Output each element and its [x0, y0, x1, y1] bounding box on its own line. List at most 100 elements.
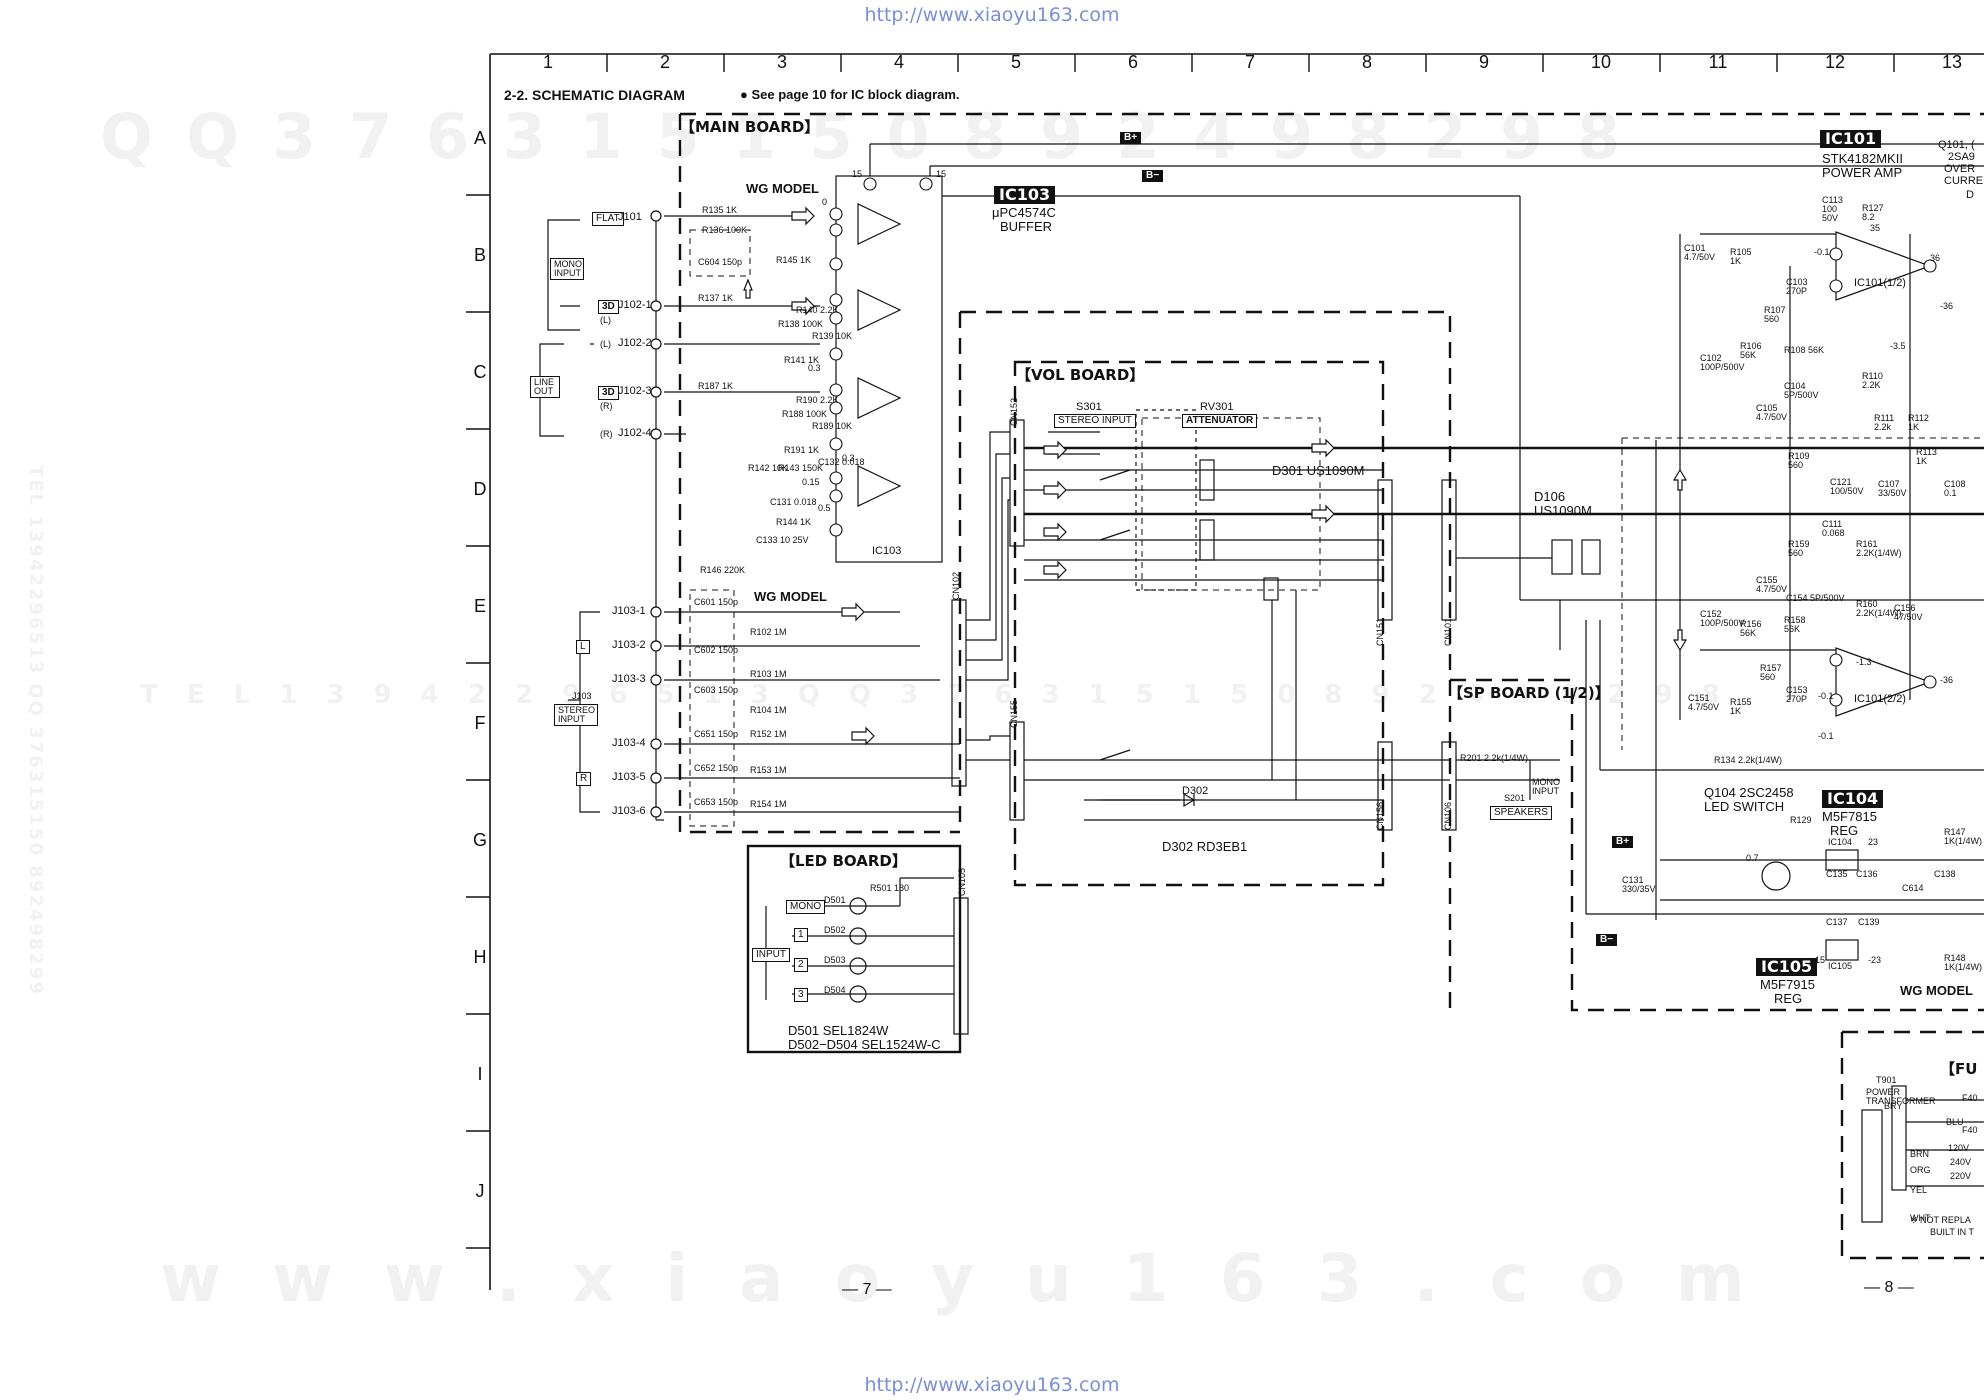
- voltage-36b: -36: [1940, 301, 1954, 311]
- c153-label: C153 270P: [1786, 685, 1808, 704]
- column-label-13: 13: [1941, 52, 1963, 72]
- r154-label: R154 1M: [750, 799, 787, 809]
- ic104-part: M5F7815: [1822, 809, 1877, 824]
- voltage-23a: 23: [1868, 837, 1879, 847]
- c604-label: C604 150p: [698, 257, 743, 267]
- voltage-15c: -15: [1812, 955, 1826, 965]
- voltage-03a: 0.3: [808, 363, 821, 373]
- r113-label: R113 1K: [1916, 447, 1937, 466]
- attenuator-label: ATTENUATOR: [1182, 414, 1258, 428]
- row-label-b: B: [473, 245, 486, 265]
- c652-label: C652 150p: [694, 763, 739, 773]
- c136-label: C136: [1856, 869, 1878, 879]
- fu-yel-label: YEL: [1910, 1185, 1928, 1195]
- d503-label: D503: [824, 955, 846, 965]
- c151-label: C151 4.7/50V: [1688, 693, 1720, 712]
- cn106-label: CN106: [1443, 801, 1453, 830]
- c653-label: C653 150p: [694, 797, 739, 807]
- c104-label: C104 5P/500V: [1784, 381, 1819, 400]
- led-switch-label: LED SWITCH: [1704, 799, 1785, 814]
- watermark-url-top[interactable]: http://www.xiaoyu163.com: [864, 4, 1120, 26]
- ic103-part: μPC4574C: [992, 205, 1056, 220]
- cn152-label: CN152: [1009, 397, 1019, 426]
- column-label-9: 9: [1478, 52, 1489, 72]
- fu-blu-label: BLU: [1946, 1117, 1964, 1127]
- r102-label: R102 1M: [750, 627, 787, 637]
- c111-label: C111 0.068: [1822, 519, 1845, 538]
- j103-5-label: J103-5: [612, 771, 646, 783]
- r145-label: R145 1K: [776, 255, 812, 265]
- r201-label: R201 2.2k(1/4W): [1460, 753, 1529, 763]
- fu-bry-label: BRY: [1884, 1101, 1903, 1111]
- d502-part-label: D502−D504 SEL1524W-C: [788, 1037, 941, 1052]
- row-label-c: C: [473, 362, 487, 382]
- channel-l-box: L: [576, 640, 590, 654]
- c138-label: C138: [1934, 869, 1956, 879]
- column-label-12: 12: [1824, 52, 1846, 72]
- column-label-10: 10: [1590, 52, 1612, 72]
- wg-model-label-2: WG MODEL: [754, 589, 827, 604]
- r191-label: R191 1K: [784, 445, 820, 455]
- j103-label: J103: [572, 691, 592, 701]
- cn105-label: CN105: [957, 867, 967, 896]
- d302-label: D302: [1182, 785, 1209, 797]
- c107-label: C107 33/50V: [1878, 479, 1907, 498]
- mono-input-switch-label: MONO INPUT: [1532, 777, 1560, 796]
- q101-line-3: OVER: [1944, 163, 1976, 175]
- ic103-desc: BUFFER: [1000, 219, 1052, 234]
- j102-3-label: J102-3: [618, 385, 652, 397]
- voltage-15a: 15: [852, 169, 863, 179]
- watermark-url-bottom[interactable]: http://www.xiaoyu163.com: [864, 1374, 1120, 1396]
- voltage-015: 0.15: [802, 477, 820, 487]
- ic103-tag: IC103: [994, 186, 1056, 204]
- voltage-35b: -3.5: [1890, 341, 1906, 351]
- 3d-label-2: 3D: [598, 386, 619, 400]
- bminus-rail-top: B−: [1142, 170, 1164, 182]
- voltage-13: -1.3: [1856, 657, 1872, 667]
- ic105-desc: REG: [1774, 991, 1803, 1006]
- r155-label: R155 1K: [1730, 697, 1752, 716]
- channel-r-box: R: [576, 772, 592, 786]
- r-channel-label: (R): [600, 401, 613, 411]
- c137-label: C137: [1826, 917, 1848, 927]
- row-label-d: D: [473, 479, 487, 499]
- c603-label: C603 150p: [694, 685, 739, 695]
- column-label-2: 2: [659, 52, 670, 72]
- r146-label: R146 220K: [700, 565, 746, 575]
- r104-label: R104 1M: [750, 705, 787, 715]
- led-1-label: 1: [794, 928, 808, 942]
- l-channel-label: (L): [600, 315, 611, 325]
- led-2-label: 2: [794, 958, 808, 972]
- j102-1-label: J102-1: [618, 299, 652, 311]
- l-channel-label-2: (L): [600, 339, 611, 349]
- j102-4-label: J102-4: [618, 427, 652, 439]
- r152-label: R152 1M: [750, 729, 787, 739]
- voltage-36a: 36: [1930, 253, 1941, 263]
- r136-label: R136 100K: [702, 225, 748, 235]
- power-transformer-label: POWER TRANSFORMER: [1866, 1087, 1936, 1106]
- diagram-title: 2-2. SCHEMATIC DIAGRAM: [504, 87, 685, 103]
- fu-220v-label: 220V: [1950, 1171, 1972, 1181]
- row-label-a: A: [473, 128, 486, 148]
- cn101-label: CN101: [1443, 617, 1453, 646]
- d502-label: D502: [824, 925, 846, 935]
- ic105-part: M5F7915: [1760, 977, 1815, 992]
- r153-label: R153 1M: [750, 765, 787, 775]
- c135-label: C135: [1826, 869, 1848, 879]
- watermark-row-1: Q Q 3 7 6 3 1 5 1 5 0 8 9 2 4 9 8 2 9 8: [100, 100, 1627, 173]
- fu-f401-label: F40: [1962, 1093, 1978, 1103]
- voltage-35a: 35: [1870, 223, 1881, 233]
- c105-label: C105 4.7/50V: [1756, 403, 1788, 422]
- r109-label: R109 560: [1788, 451, 1810, 470]
- fu-f402-label: F40: [1962, 1125, 1978, 1135]
- r188-label: R188 100K: [782, 409, 828, 419]
- r160-label: R160 2.2K(1/4W): [1856, 599, 1902, 618]
- not-replace-label: ※ NOT REPLA: [1910, 1215, 1971, 1225]
- j103-4-label: J103-4: [612, 737, 646, 749]
- column-label-8: 8: [1361, 52, 1372, 72]
- q101-line-2: 2SA9: [1948, 151, 1975, 163]
- r161-label: R161 2.2K(1/4W): [1856, 539, 1902, 558]
- r141-label: R141 1K: [784, 355, 820, 365]
- sp-board-label: 【SP BOARD (1/2)】: [1448, 684, 1610, 702]
- t901-label: T901: [1876, 1075, 1897, 1085]
